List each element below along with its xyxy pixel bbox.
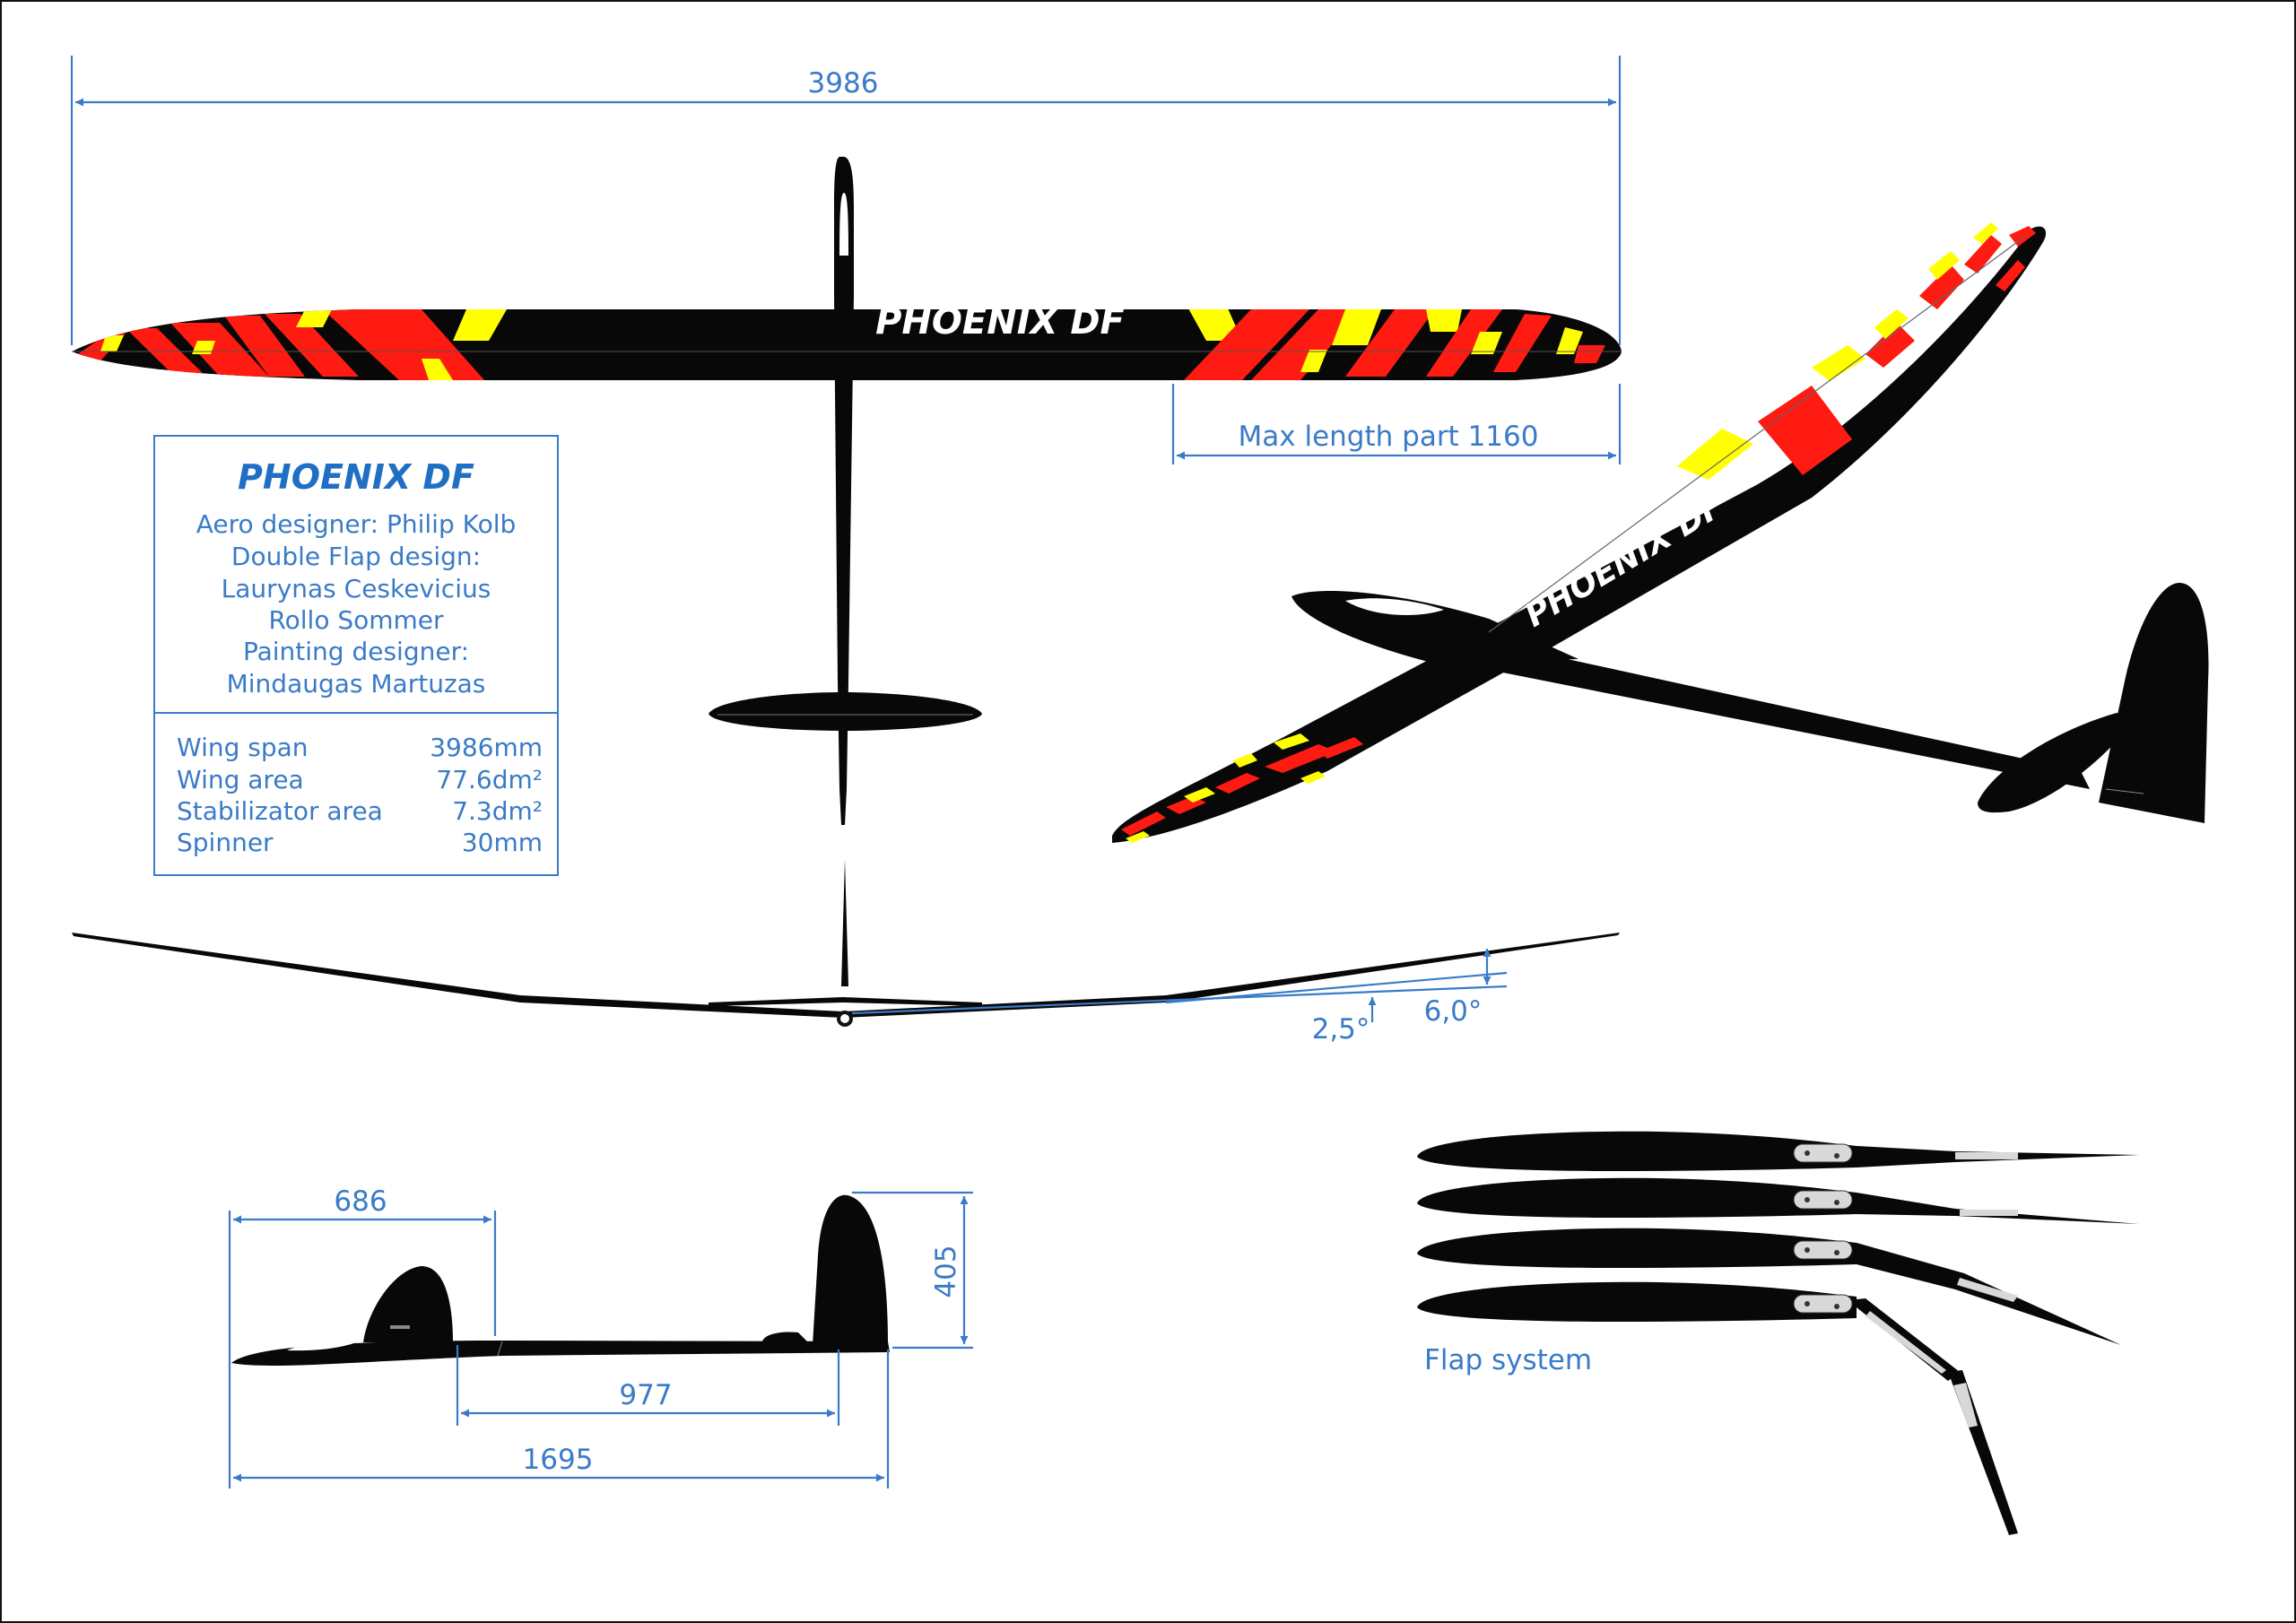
fin-front (841, 859, 848, 986)
spec-value: 3986mm (430, 733, 543, 762)
length-1695-dimension: 1695 (523, 1444, 594, 1476)
dihedral-reference-line (851, 985, 1508, 1015)
length-686-dimension: 686 (334, 1185, 387, 1218)
fin-side (813, 1194, 888, 1345)
credit-painting-designer: Mindaugas Martuzas (227, 669, 486, 699)
length-977-dimension: 977 (619, 1379, 672, 1411)
tail-boom-perspective (1435, 632, 2090, 789)
credit-painting-heading: Painting designer: (243, 637, 469, 666)
dihedral-inner-angle: 2,5° (1312, 1013, 1370, 1046)
wing-logo-top: PHOENIX DF (875, 301, 1125, 343)
top-view: 3986 (70, 56, 1622, 825)
perspective-view: PHOENIX DF (1112, 222, 2209, 843)
wing-span-dimension: 3986 (808, 67, 879, 100)
credit-flap-designer-1: Laurynas Ceskevicius (222, 574, 491, 603)
dihedral-inner-line (1165, 971, 1508, 1004)
stabilizer-mount-side (762, 1332, 807, 1341)
wing-paint-scheme (76, 309, 1605, 380)
flap-system: Flap system (1417, 1131, 2139, 1535)
flap-system-caption: Flap system (1424, 1344, 1592, 1376)
fin-cover-side (363, 1266, 453, 1342)
flap-profile-reflex (1417, 1177, 2139, 1224)
side-view: 686 405 977 1695 (228, 1185, 973, 1488)
stabilizer-top (709, 692, 982, 731)
flap-profile-thermal (1417, 1228, 2121, 1345)
height-405-dimension: 405 (930, 1245, 962, 1298)
spec-label: Stabilizator area (177, 796, 383, 826)
spec-label: Spinner (177, 828, 274, 857)
credit-flap-designer-2: Rollo Sommer (268, 605, 444, 635)
spec-value: 30mm (462, 828, 543, 857)
credit-flap-design-heading: Double Flap design: (231, 542, 481, 571)
far-wing-perspective (1489, 226, 2047, 647)
stabilizer-perspective (1978, 713, 2135, 813)
spec-value: 7.3dm² (452, 796, 543, 826)
info-box: PHOENIX DF Aero designer: Philip Kolb Do… (153, 435, 559, 876)
dihedral-outer-angle: 6,0° (1424, 995, 1483, 1028)
info-title: PHOENIX DF (238, 457, 474, 497)
fuselage-side (231, 1341, 890, 1366)
credit-aero-designer: Aero designer: Philip Kolb (196, 509, 517, 539)
spec-label: Wing area (177, 765, 304, 794)
front-view: 2,5° 6,0° (72, 859, 1620, 1046)
fin-perspective (2099, 583, 2209, 823)
spec-label: Wing span (177, 733, 309, 762)
flap-profile-neutral (1417, 1131, 2139, 1171)
max-length-part-dimension: Max length part 1160 (1239, 421, 1539, 453)
canopy-top (839, 193, 848, 256)
stabilizer-front (709, 997, 982, 1006)
info-box-border (153, 435, 559, 876)
canopy-side (287, 1341, 359, 1351)
canopy-perspective (1345, 598, 1444, 615)
flap-profile-landing (1417, 1281, 2018, 1535)
spec-value: 77.6dm² (436, 765, 543, 794)
